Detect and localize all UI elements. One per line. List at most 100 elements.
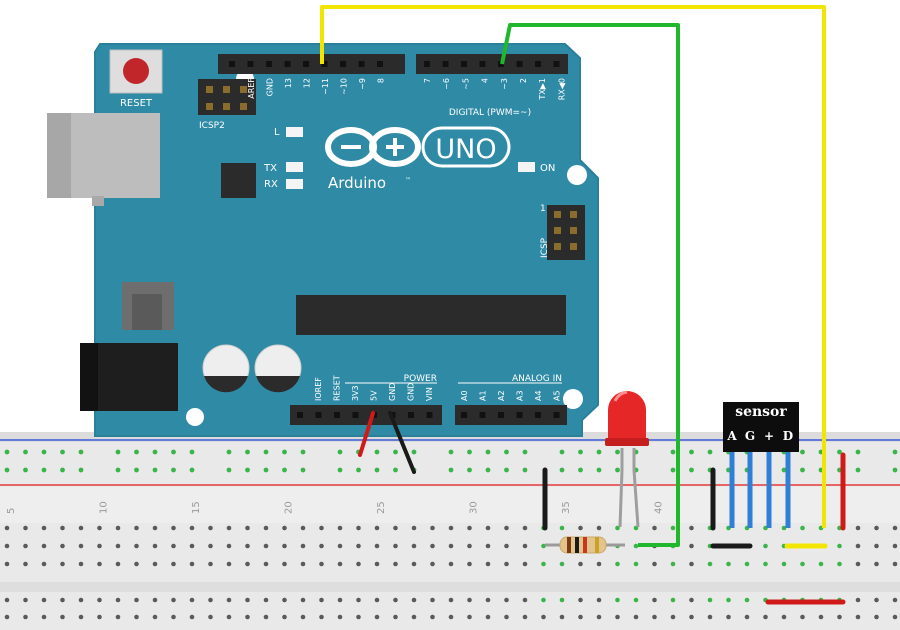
terminal-hole bbox=[411, 525, 417, 531]
terminal-hole bbox=[374, 597, 380, 603]
terminal-hole bbox=[615, 561, 620, 567]
terminal-hole bbox=[41, 614, 47, 620]
capacitor-band bbox=[256, 376, 300, 393]
terminal-hole bbox=[41, 543, 47, 549]
terminal-hole bbox=[282, 614, 287, 620]
terminal-hole bbox=[485, 597, 491, 603]
rail-hole bbox=[78, 449, 84, 455]
terminal-hole bbox=[189, 614, 195, 620]
terminal-hole bbox=[189, 543, 195, 549]
terminal-hole bbox=[171, 614, 176, 620]
rail-hole bbox=[393, 449, 398, 455]
digital-pin-label: RX◀0 bbox=[557, 78, 566, 100]
column-number: 20 bbox=[284, 501, 295, 514]
terminal-hole bbox=[319, 543, 324, 549]
uno-badge bbox=[421, 126, 511, 168]
header-pin bbox=[535, 61, 541, 67]
power-pin-label: 5V bbox=[370, 390, 379, 401]
digital-pin-label: ~5 bbox=[461, 78, 470, 90]
resistor bbox=[545, 536, 625, 554]
terminal-hole bbox=[874, 614, 879, 620]
terminal-hole bbox=[226, 614, 232, 620]
terminal-hole bbox=[837, 543, 842, 549]
l-led bbox=[286, 127, 303, 137]
terminal-hole bbox=[60, 561, 65, 567]
terminal-hole bbox=[393, 614, 398, 620]
terminal-hole bbox=[892, 614, 898, 620]
terminal-hole bbox=[818, 561, 824, 567]
icsp-pin bbox=[570, 211, 577, 218]
led-anode-leg bbox=[632, 448, 640, 528]
column-number: 5 bbox=[6, 508, 17, 514]
bottom-pins bbox=[297, 412, 560, 418]
analog-pin-label: A4 bbox=[534, 390, 543, 401]
header-pin bbox=[315, 412, 322, 418]
terminal-hole bbox=[189, 525, 195, 531]
red-wire-5v bbox=[358, 411, 375, 457]
terminal-hole bbox=[393, 525, 398, 531]
terminal-hole bbox=[448, 597, 454, 603]
terminal-hole bbox=[781, 525, 787, 531]
terminal-hole bbox=[23, 525, 28, 531]
header-pin bbox=[266, 61, 272, 67]
icsp-pin1-label: 1 bbox=[540, 204, 546, 214]
header-pin bbox=[553, 412, 560, 418]
terminal-hole bbox=[356, 561, 361, 567]
terminal-hole bbox=[652, 561, 657, 567]
terminal-hole bbox=[337, 597, 343, 603]
terminal-hole bbox=[319, 561, 324, 567]
terminal-hole bbox=[393, 543, 398, 549]
terminal-hole bbox=[4, 614, 10, 620]
terminal-hole bbox=[134, 525, 139, 531]
column-number: 15 bbox=[191, 501, 202, 514]
arduino-uno-board: RESET ICSP2 1 ICSP L TX RX ON Arduino ™ … bbox=[47, 43, 599, 437]
digital-header-right bbox=[416, 54, 568, 74]
rail-hole bbox=[4, 449, 10, 455]
sensor-pin-label: G bbox=[745, 429, 755, 443]
terminal-hole bbox=[226, 597, 232, 603]
rail-hole bbox=[189, 467, 195, 473]
terminal-hole bbox=[615, 614, 620, 620]
rail-hole bbox=[263, 467, 269, 473]
terminal-hole bbox=[892, 525, 898, 531]
terminal-hole bbox=[633, 543, 639, 549]
terminal-hole bbox=[541, 597, 546, 603]
reset-button-cap[interactable] bbox=[123, 58, 149, 84]
terminal-hole bbox=[707, 561, 713, 567]
sensor-title: sensor bbox=[735, 404, 787, 420]
terminal-hole bbox=[892, 561, 898, 567]
header-pin bbox=[424, 61, 430, 67]
terminal-hole bbox=[263, 543, 269, 549]
analog-header bbox=[455, 405, 567, 425]
digital-pin-label: ~10 bbox=[340, 78, 349, 95]
terminal-hole bbox=[652, 525, 657, 531]
terminal-hole bbox=[393, 597, 398, 603]
rail-hole bbox=[60, 467, 65, 473]
terminal-hole bbox=[356, 614, 361, 620]
rail-hole bbox=[892, 449, 898, 455]
breadboard-channel bbox=[0, 582, 900, 592]
terminal-hole bbox=[4, 543, 10, 549]
icsp-label: ICSP bbox=[540, 237, 550, 258]
analog-pin-label: A1 bbox=[479, 390, 488, 401]
terminal-hole bbox=[689, 561, 694, 567]
terminal-hole bbox=[282, 561, 287, 567]
mounting-hole bbox=[563, 389, 583, 409]
power-label: POWER bbox=[404, 374, 437, 384]
rail-hole bbox=[411, 449, 417, 455]
terminal-hole bbox=[744, 561, 750, 567]
usb-connector-face bbox=[47, 113, 71, 198]
header-pin bbox=[426, 412, 433, 418]
model-text: UNO bbox=[435, 134, 496, 165]
regulator-body bbox=[132, 294, 162, 330]
terminal-hole bbox=[134, 561, 139, 567]
rail-hole bbox=[300, 467, 306, 473]
terminal-hole bbox=[467, 525, 472, 531]
rail-hole bbox=[393, 467, 398, 473]
terminal-hole bbox=[282, 525, 287, 531]
terminal-hole bbox=[356, 525, 361, 531]
terminal-hole bbox=[485, 543, 491, 549]
terminal-hole bbox=[559, 614, 565, 620]
